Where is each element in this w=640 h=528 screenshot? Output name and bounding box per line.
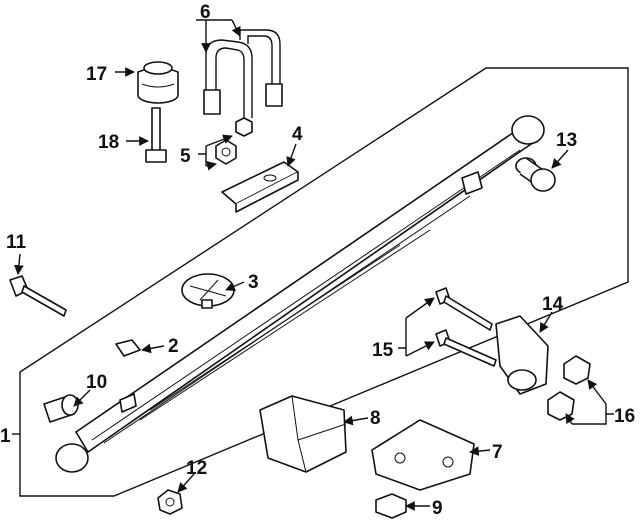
callout-1: 1 xyxy=(0,426,11,447)
callout-7: 7 xyxy=(492,442,503,463)
mount-7-part xyxy=(371,419,475,491)
bolt-11-part xyxy=(9,275,67,317)
callout-15: 15 xyxy=(372,340,394,361)
callout-4: 4 xyxy=(292,124,303,145)
nut-16-part xyxy=(547,355,591,421)
nut-12-part xyxy=(157,489,183,515)
nut-9-part xyxy=(375,493,407,519)
nut-5-part xyxy=(215,117,253,165)
callout-6: 6 xyxy=(200,2,211,23)
bolt-18-part xyxy=(145,107,167,163)
callout-18: 18 xyxy=(98,132,119,153)
callout-9: 9 xyxy=(432,498,443,519)
callout-11: 11 xyxy=(6,232,27,253)
pad-2-part xyxy=(115,339,141,357)
callout-16: 16 xyxy=(614,406,635,427)
bolt-15-part xyxy=(435,287,497,367)
shim-3-part xyxy=(181,273,235,309)
shackle-14-part xyxy=(495,315,549,395)
callout-3: 3 xyxy=(248,272,259,293)
bushing-10-part xyxy=(43,394,79,423)
callout-14: 14 xyxy=(542,294,564,315)
callout-8: 8 xyxy=(370,408,381,429)
plate-4-part xyxy=(221,161,299,213)
callout-12: 12 xyxy=(186,458,207,479)
leaf-spring xyxy=(55,115,545,473)
bracket-8-part xyxy=(259,395,347,473)
bushing-13-part xyxy=(515,157,556,192)
callout-5: 5 xyxy=(180,146,191,167)
u-bolt-part xyxy=(203,29,283,118)
callout-13: 13 xyxy=(556,130,577,151)
bump-stop-part xyxy=(137,61,179,104)
assembly-boundary xyxy=(19,67,629,497)
callout-10: 10 xyxy=(86,372,107,393)
callout-17: 17 xyxy=(86,64,107,85)
callout-2: 2 xyxy=(168,336,179,357)
